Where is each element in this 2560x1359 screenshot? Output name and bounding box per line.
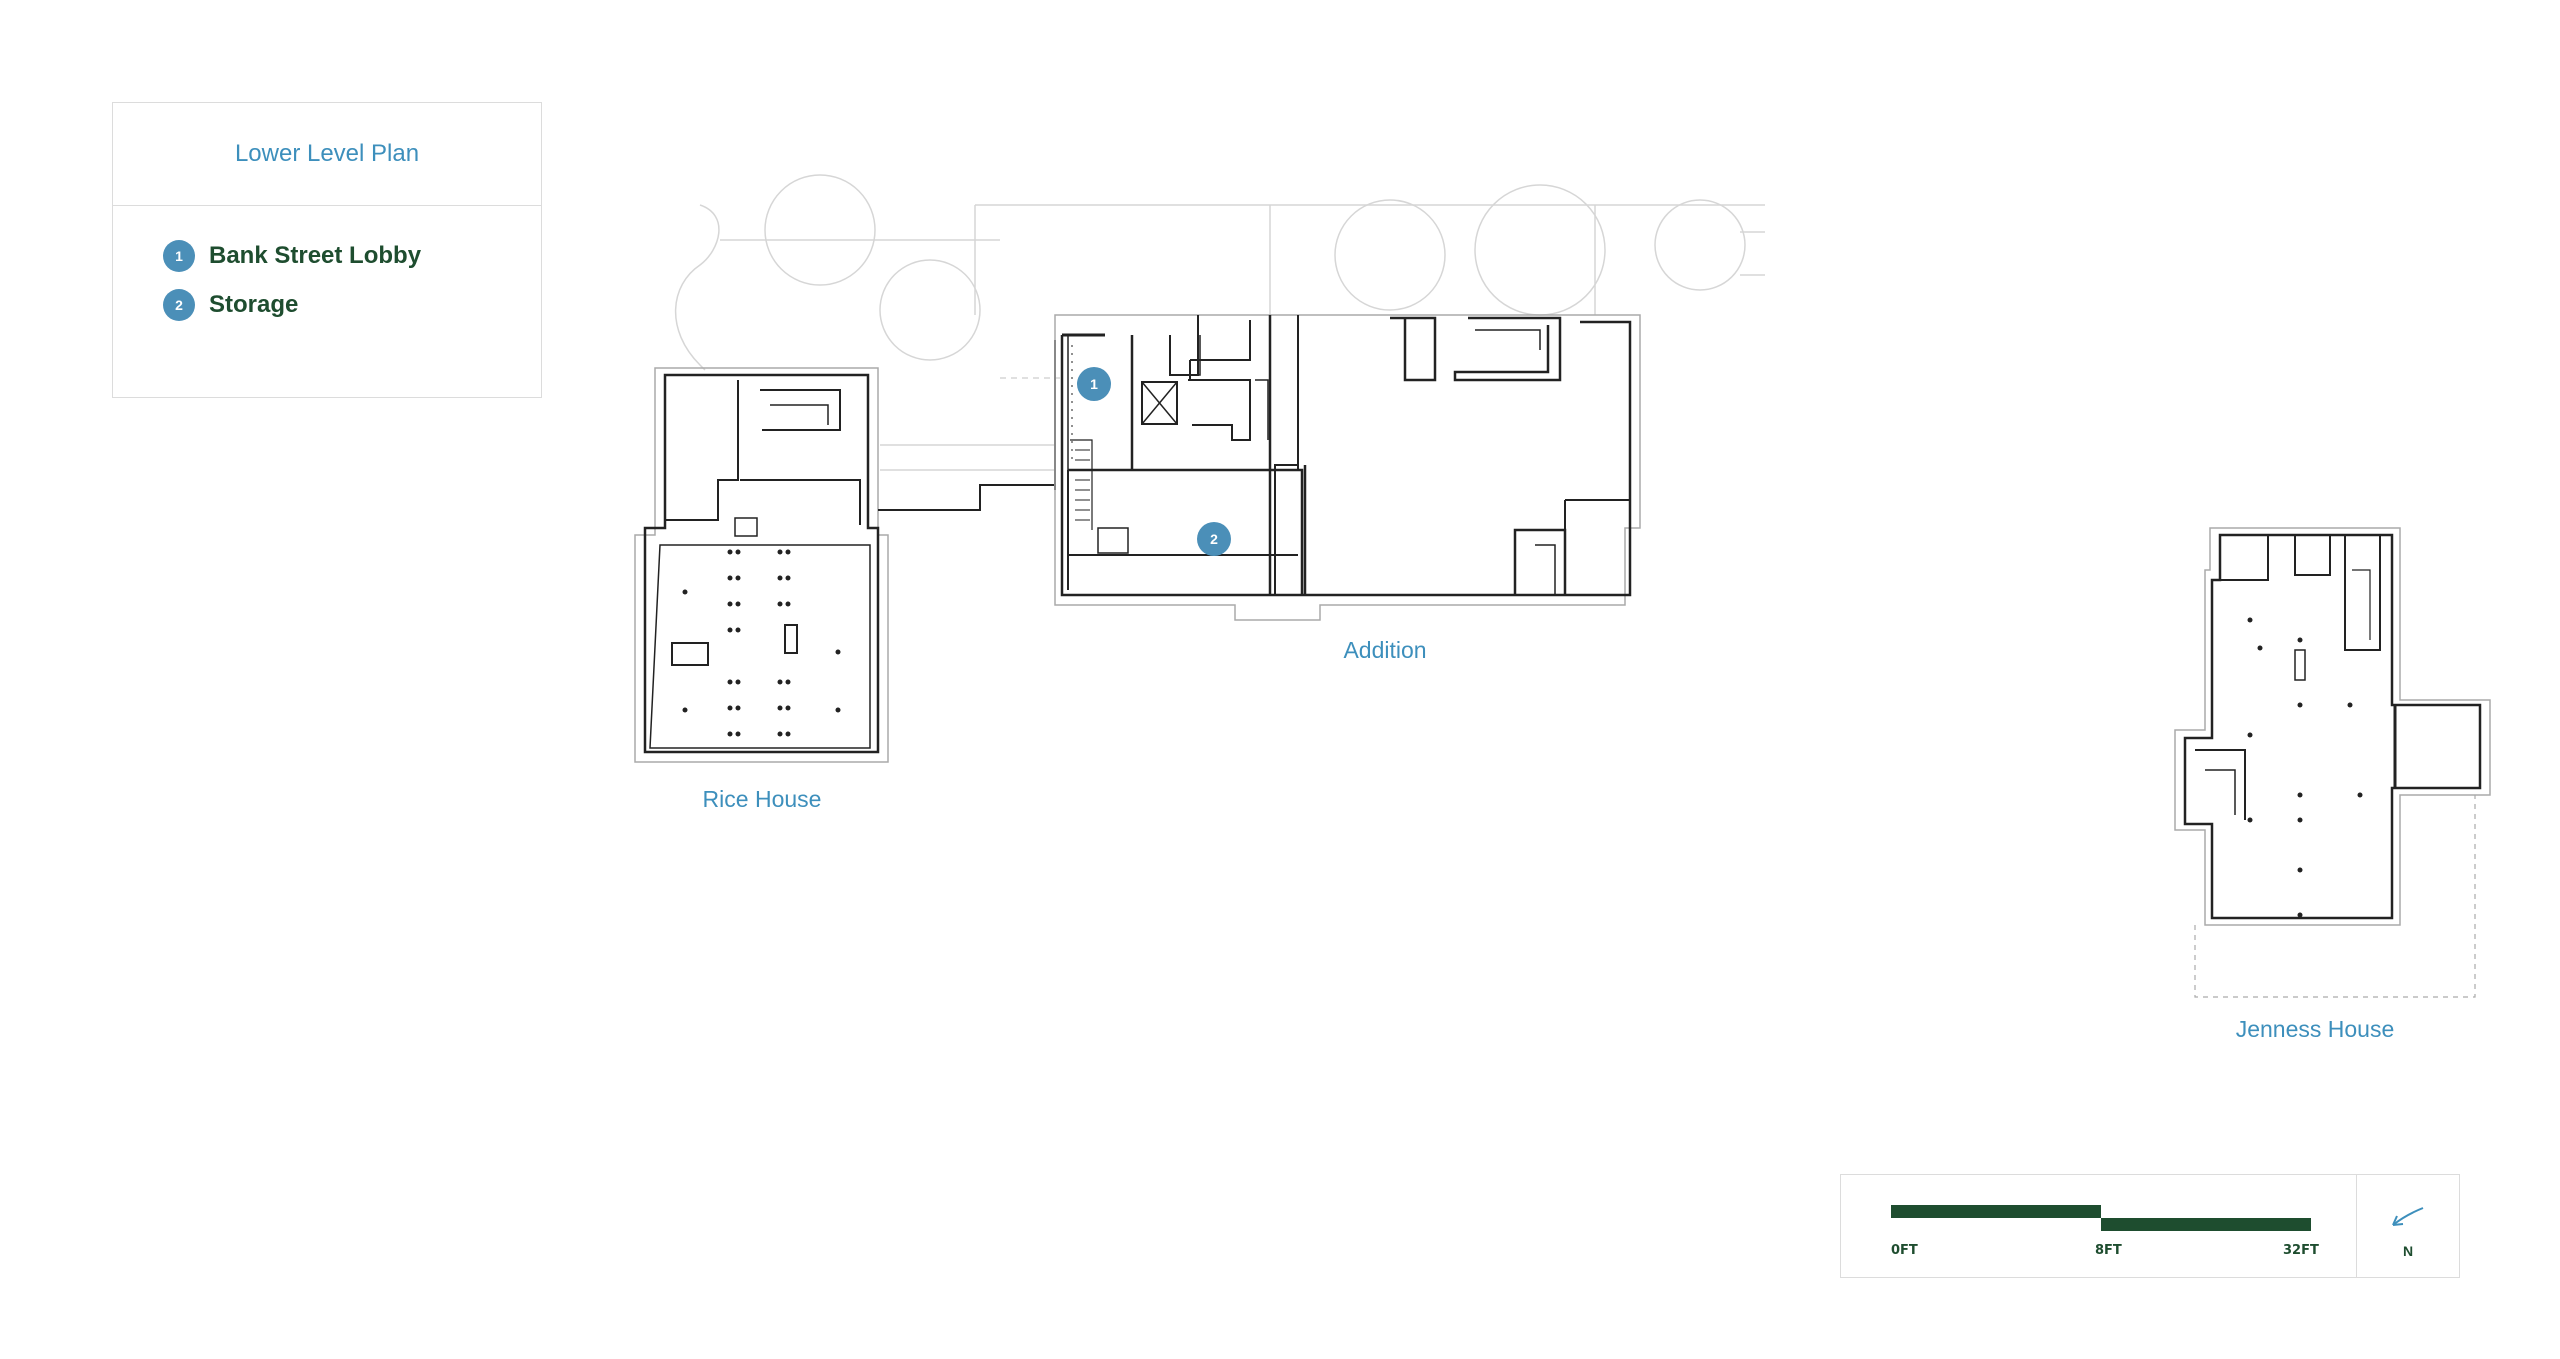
room-marker-1[interactable]: 1 <box>1077 367 1111 401</box>
legend-item-label: Storage <box>209 291 299 318</box>
building-label-rice-house: Rice House <box>702 786 822 812</box>
building-label-addition: Addition <box>1343 637 1427 663</box>
connector-walls <box>878 340 1056 511</box>
rice-house-columns <box>682 549 841 737</box>
legend-number-badge: 1 <box>163 240 195 272</box>
legend-item-storage[interactable]: 2 Storage <box>163 289 541 321</box>
legend-item-label: Bank Street Lobby <box>209 242 422 269</box>
rice-house-plan <box>634 367 889 763</box>
scale-bar-segment <box>2101 1218 2311 1231</box>
scale-bar-segment <box>1891 1205 2101 1218</box>
scale-tick-label: 0FT <box>1891 1243 1918 1258</box>
room-marker-2[interactable]: 2 <box>1197 522 1231 556</box>
scale-tick-label: 8FT <box>2095 1243 2122 1258</box>
legend-number-badge: 2 <box>163 289 195 321</box>
legend-title: Lower Level Plan <box>113 103 541 206</box>
addition-plan <box>1054 314 1641 621</box>
scale-tick-label: 32FT <box>2283 1243 2319 1258</box>
north-label: N <box>2402 1243 2414 1259</box>
legend-item-bank-street-lobby[interactable]: 1 Bank Street Lobby <box>163 240 541 272</box>
legend-list: 1 Bank Street Lobby 2 Storage <box>113 206 541 321</box>
north-arrow-icon <box>2392 1207 2424 1226</box>
scale-panel: 0FT 8FT 32FT N <box>1840 1174 2460 1278</box>
jenness-house-plan <box>2174 527 2491 998</box>
north-indicator: N <box>2356 1175 2459 1277</box>
legend-panel: Lower Level Plan 1 Bank Street Lobby 2 S… <box>112 102 542 398</box>
jenness-house-columns <box>2247 617 2363 918</box>
building-label-jenness-house: Jenness House <box>2235 1016 2395 1042</box>
